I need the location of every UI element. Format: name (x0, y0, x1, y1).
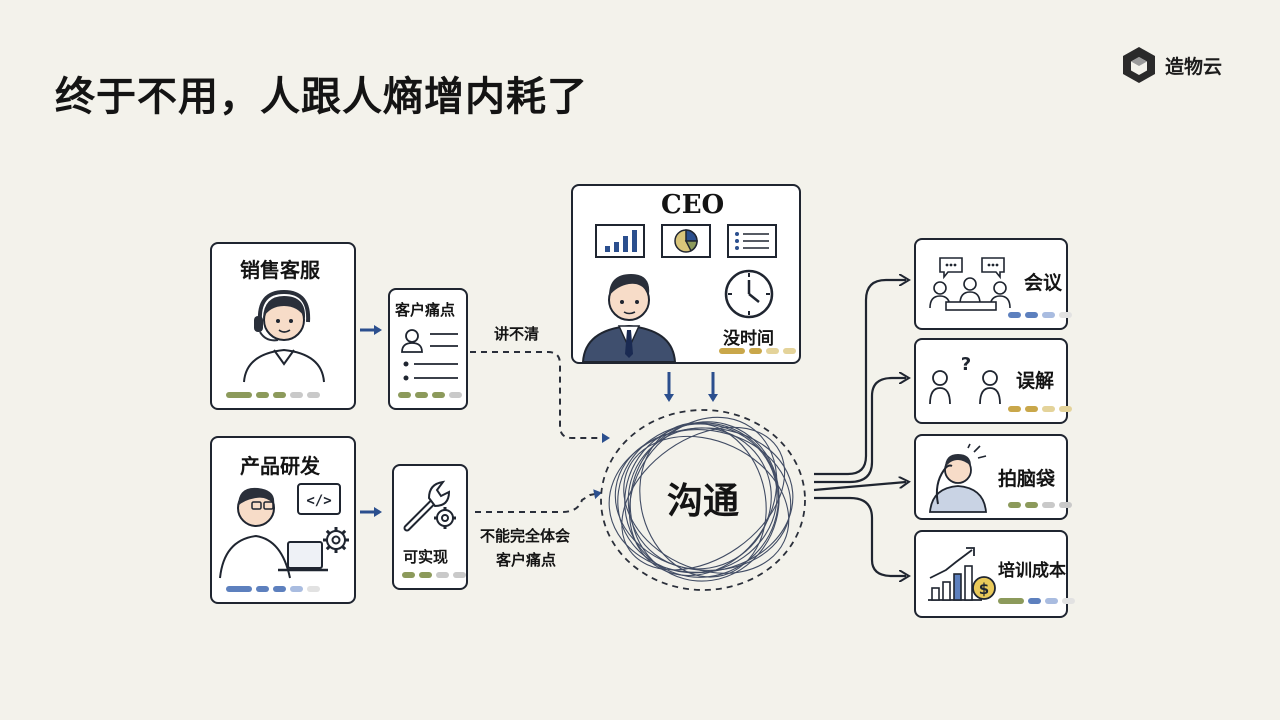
outcome-training-dots (998, 598, 1075, 604)
arrow-to-meeting (814, 280, 906, 476)
dashed-arrow-unclear (470, 351, 610, 443)
page-title: 终于不用，人跟人熵增内耗了 (55, 73, 588, 120)
arrow-to-misunderstanding (814, 378, 906, 484)
sales-card: 销售客服 (210, 242, 356, 410)
ceo-card: CEO 没时间 (571, 184, 801, 364)
outcome-meeting-card: 会议 (914, 238, 1072, 330)
ceo-progress-dots (719, 348, 796, 354)
list-document-icon (727, 224, 777, 258)
outcome-guess-label: 拍脑袋 (998, 468, 1056, 490)
implementable-label: 可实现 (403, 548, 449, 566)
question-glyph: ? (961, 354, 971, 375)
rnd-progress-dots (226, 586, 320, 592)
arrow-to-training (814, 496, 906, 576)
implementable-card: 可实现 (392, 464, 468, 590)
outcome-training-card: $ 培训成本 (914, 530, 1075, 618)
no-time-label: 没时间 (723, 329, 774, 349)
outcome-guess-dots (1008, 502, 1072, 508)
misunderstand-note-line2: 客户痛点 (496, 551, 557, 569)
brand-logo: 造物云 (1121, 46, 1222, 84)
pie-chart-icon (661, 224, 711, 258)
rnd-label: 产品研发 (240, 454, 320, 478)
bar-chart-icon (595, 224, 645, 258)
unclear-note: 讲不清 (494, 325, 540, 343)
arrow-to-guess (813, 482, 906, 492)
dollar-glyph: $ (979, 580, 989, 598)
outcome-misunderstanding-label: 误解 (1016, 370, 1055, 392)
sales-progress-dots (226, 392, 320, 398)
ceo-label: CEO (661, 190, 725, 220)
wrench-gear-icon (403, 480, 456, 532)
implementable-progress-dots (402, 572, 466, 578)
outcome-meeting-label: 会议 (1024, 272, 1063, 294)
cube-logo-icon (1123, 47, 1155, 83)
rnd-card: 产品研发 </> (210, 436, 356, 604)
pain-points-progress-dots (398, 392, 462, 398)
misunderstand-note-line1: 不能完全体会 (480, 527, 571, 545)
communication-tangle: 沟通 (600, 409, 806, 591)
pain-points-label: 客户痛点 (395, 301, 456, 319)
outcome-misunderstanding-dots (1008, 406, 1072, 412)
two-people-question-icon: ? (929, 354, 1001, 405)
headset-person-icon (243, 289, 325, 383)
sales-label: 销售客服 (240, 258, 320, 282)
pain-points-card: 客户痛点 (388, 288, 468, 410)
outcome-meeting-dots (1008, 312, 1072, 318)
profile-list-icon (401, 329, 458, 381)
clock-icon (724, 269, 774, 319)
developer-laptop-icon: </> (219, 483, 349, 579)
code-glyph: </> (306, 493, 331, 509)
meeting-people-icon (929, 257, 1011, 311)
brand-name: 造物云 (1165, 55, 1223, 78)
outcome-misunderstanding-card: ? 误解 (914, 338, 1072, 424)
communication-label: 沟通 (667, 480, 739, 522)
dashed-arrow-misunderstand (475, 489, 602, 513)
growth-chart-dollar-icon: $ (928, 547, 996, 601)
outcome-training-label: 培训成本 (998, 561, 1066, 581)
ceo-person-icon (581, 274, 677, 363)
outcome-guess-card: 拍脑袋 (914, 434, 1072, 520)
head-scratch-person-icon (929, 443, 987, 513)
